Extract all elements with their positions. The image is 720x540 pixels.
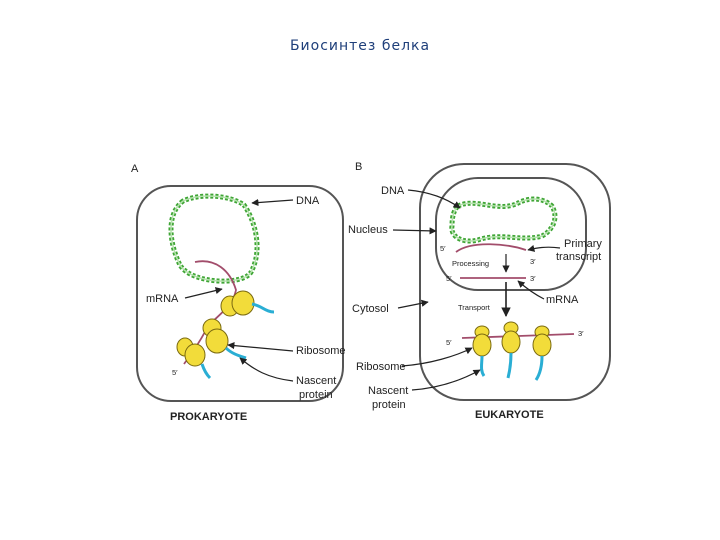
prokaryote-protein-pointer [239, 357, 294, 382]
eukaryote-dna-outer [449, 196, 558, 244]
eukaryote-protein-3 [534, 355, 544, 381]
processing-label: Processing [452, 259, 489, 268]
prokaryote-ribosome-pointer [227, 342, 294, 352]
nucleus-label: Nucleus [348, 224, 388, 236]
transcript-five-prime: 5′ [440, 244, 446, 253]
panel-a-letter: A [131, 163, 139, 175]
primary-transcript-label-1: Primary [564, 238, 602, 250]
prokaryote-ribosome-2 [202, 318, 229, 354]
transport-label: Transport [458, 303, 491, 312]
prokaryote-dna-pointer [251, 198, 294, 207]
panel-b-letter: B [355, 161, 362, 173]
eukaryote-dna-label: DNA [381, 185, 405, 197]
nucleus-pointer [392, 227, 437, 235]
eukaryote-dna-inner [451, 198, 556, 242]
prokaryote-nascent-label-2: protein [299, 389, 333, 401]
eukaryote-mrna-label: mRNA [546, 294, 579, 306]
slide-title: Биосинтез белка [289, 38, 431, 54]
eukaryote-ribosome-pointer [401, 347, 473, 367]
prokaryote-dna-outer [168, 193, 260, 284]
panel-b-eukaryote: B 5′ 3′ Processing 5′ 3′ Transport 5′ 3′ [348, 161, 611, 421]
cytosol-five-prime: 5′ [446, 338, 452, 347]
prokaryote-protein-3 [200, 363, 212, 380]
primary-transcript-strand [455, 243, 527, 253]
primary-transcript-label-2: transcript [556, 251, 601, 263]
cytosol-label: Cytosol [352, 303, 389, 315]
eukaryote-ribosome-3 [532, 325, 552, 357]
primary-transcript-pointer [527, 244, 561, 252]
eukaryote-ribosome-1 [472, 325, 492, 357]
prokaryote-nascent-label-1: Nascent [296, 375, 336, 387]
eukaryote-dna-pointer [407, 189, 461, 209]
prokaryote-dna-label: DNA [296, 195, 320, 207]
eukaryote-ribosome-label: Ribosome [356, 361, 406, 373]
mrna-five-prime: 5′ [446, 274, 452, 283]
eukaryote-nascent-label-2: protein [372, 399, 406, 411]
prokaryote-protein-1 [251, 302, 275, 314]
eukaryote-cell-membrane [419, 163, 611, 401]
prokaryote-five-prime-label: 5′ [172, 368, 178, 377]
eukaryote-mrna-pointer [517, 280, 545, 300]
eukaryote-protein-pointer [411, 369, 481, 391]
panel-a-prokaryote: A 5′ DNA mRNA Ribosome [131, 163, 346, 423]
prokaryote-caption: PROKARYOTE [170, 411, 247, 423]
prokaryote-mrna-label: mRNA [146, 293, 179, 305]
prokaryote-ribosome-1 [220, 290, 255, 317]
eukaryote-caption: EUKARYOTE [475, 409, 544, 421]
transcript-three-prime: 3′ [530, 257, 536, 266]
prokaryote-mrna-pointer [184, 287, 223, 299]
cytosol-pointer [397, 299, 429, 309]
eukaryote-nascent-label-1: Nascent [368, 385, 408, 397]
eukaryote-protein-2 [506, 352, 513, 379]
eukaryote-ribosome-2 [501, 321, 521, 354]
cytosol-three-prime: 3′ [578, 329, 584, 338]
eukaryote-protein-1 [480, 355, 486, 377]
nucleus-membrane [435, 177, 587, 291]
prokaryote-protein-2 [224, 346, 247, 360]
prokaryote-cell-membrane [136, 185, 344, 402]
prokaryote-ribosome-3 [176, 337, 206, 367]
prokaryote-ribosome-label: Ribosome [296, 345, 346, 357]
prokaryote-dna-inner [170, 195, 258, 282]
mrna-three-prime: 3′ [530, 274, 536, 283]
